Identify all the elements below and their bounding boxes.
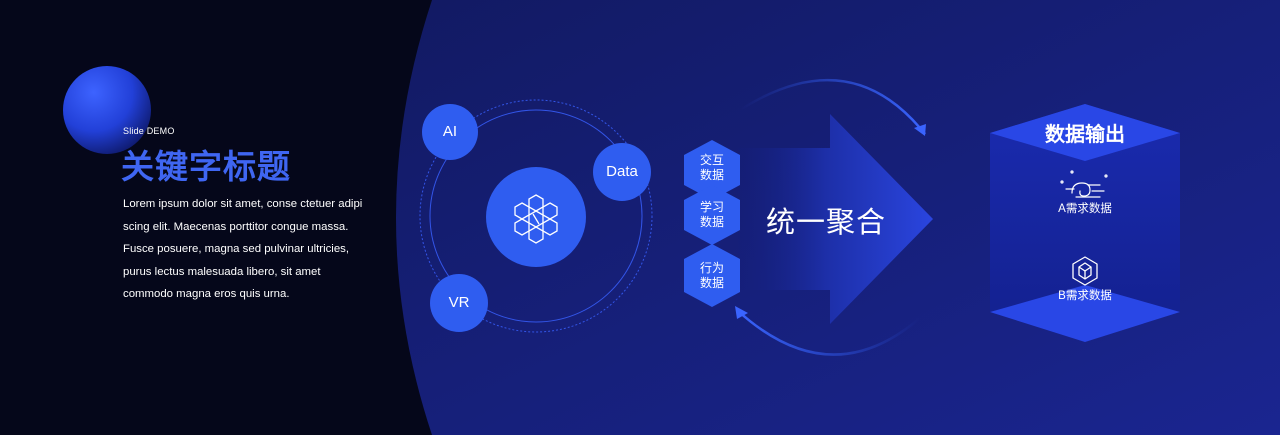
orbit-ring-inner: [429, 109, 643, 323]
cube-icon: [1072, 256, 1098, 286]
honeycomb-icon: [514, 194, 558, 244]
source-hex-3-line2: 数据: [699, 276, 724, 290]
source-hex-2: [684, 185, 740, 245]
orbit-ring-outer: [419, 99, 653, 333]
output-box-bottom: [990, 285, 1180, 342]
source-hex-2-label: 学习 数据: [690, 200, 734, 230]
slide-title: 关键字标题: [121, 148, 291, 185]
aggregate-label: 统一聚合: [766, 207, 887, 239]
source-hex-1: [684, 140, 740, 200]
source-hex-3-line1: 行为: [699, 261, 724, 275]
source-hex-1-line2: 数据: [699, 168, 724, 182]
aggregate-arrow: [738, 114, 933, 324]
curve-arrow-bottom-head: [735, 306, 748, 319]
source-hex-1-label: 交互 数据: [690, 153, 734, 183]
orbit-node-ai-label: AI: [442, 123, 458, 140]
orbit-center: [486, 167, 586, 267]
need-b-label: B需求数据: [1058, 290, 1112, 302]
curve-arrow-top: [739, 78, 926, 135]
need-a-label: A需求数据: [1058, 203, 1112, 215]
orbit-node-data-label: Data: [606, 163, 638, 180]
orbit-node-data: [593, 143, 651, 201]
output-title: 数据输出: [1045, 124, 1125, 146]
orbit-node-vr-label: VR: [448, 294, 470, 311]
curve-arrow-bottom: [736, 309, 921, 356]
orbit-node-ai: [422, 104, 478, 160]
decorative-sphere: [63, 66, 151, 154]
source-hex-3: [684, 244, 740, 307]
orbit-node-vr: [430, 274, 488, 332]
output-box: [990, 104, 1180, 342]
source-hex-3-label: 行为 数据: [690, 261, 734, 291]
source-hex-1-line1: 交互: [699, 153, 724, 167]
output-box-top: [990, 104, 1180, 161]
source-hex-2-line2: 数据: [699, 215, 724, 229]
curve-arrow-top-head: [914, 124, 926, 136]
slide-body: Lorem ipsum dolor sit amet, conse ctetue…: [123, 198, 363, 301]
source-hex-2-line1: 学习: [699, 200, 724, 214]
cloud-wind-icon: [1060, 170, 1108, 198]
slide-label: Slide DEMO: [123, 126, 175, 136]
